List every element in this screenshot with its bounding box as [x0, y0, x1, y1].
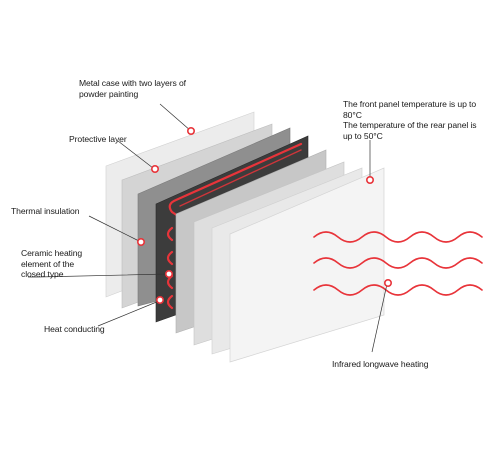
- heating-coil-inner: [179, 149, 302, 207]
- label-thermal-insulation: Thermal insulation: [11, 206, 80, 216]
- leader-infrared: [371, 283, 388, 353]
- marker-metal-case: [187, 127, 196, 136]
- label-protective-layer: Protective layer: [69, 134, 127, 144]
- marker-heat-conducting: [156, 295, 165, 304]
- marker-thermal-insulation: [137, 238, 146, 247]
- infrared-wave-2: [313, 257, 483, 269]
- label-ceramic-heating: Ceramic heating element of the closed ty…: [21, 248, 83, 279]
- leader-metal-case: [159, 103, 192, 132]
- infrared-wave-3: [313, 284, 483, 296]
- infrared-wave-1: [313, 231, 483, 243]
- front-panel: [229, 167, 385, 363]
- leader-thermal-insulation: [88, 215, 140, 242]
- marker-protective-layer: [151, 165, 160, 174]
- marker-infrared: [383, 278, 392, 287]
- marker-ceramic-heating: [165, 269, 174, 278]
- label-metal-case: Metal case with two layers of powder pai…: [79, 78, 186, 99]
- leader-ceramic-heating: [28, 273, 169, 278]
- leader-protective-layer: [117, 140, 154, 169]
- leader-heat-conducting: [97, 300, 160, 327]
- label-infrared-heating: Infrared longwave heating: [332, 359, 429, 369]
- label-front-panel-temp: The front panel temperature is up to 80°…: [343, 99, 477, 141]
- marker-front-panel: [365, 176, 374, 185]
- label-heat-conducting: Heat conducting: [44, 324, 105, 334]
